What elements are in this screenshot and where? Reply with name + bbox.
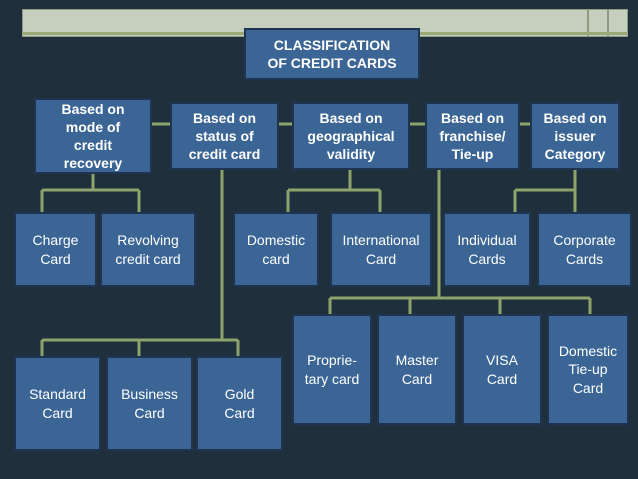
category-mode-of-recovery: Based on mode of credit recovery	[34, 98, 152, 174]
node-revolving-credit-card: Revolving credit card	[100, 212, 196, 287]
node-charge-card: Charge Card	[14, 212, 97, 287]
category-franchise: Based on franchise/ Tie-up	[425, 102, 520, 170]
node-individual-cards: Individual Cards	[443, 212, 531, 287]
node-domestic-card: Domestic card	[233, 212, 319, 287]
node-corporate-cards: Corporate Cards	[537, 212, 632, 287]
node-standard-card: Standard Card	[14, 356, 101, 451]
category-geographical: Based on geographical validity	[292, 102, 410, 170]
node-master-card: Master Card	[377, 314, 457, 425]
header-band-cell	[608, 9, 628, 37]
node-visa-card: VISA Card	[462, 314, 542, 425]
node-international-card: International Card	[330, 212, 432, 287]
node-domestic-tie-up-card: Domestic Tie-up Card	[547, 314, 629, 425]
category-issuer: Based on issuer Category	[530, 102, 620, 170]
node-business-card: Business Card	[106, 356, 193, 451]
node-proprietary-card: Proprie- tary card	[292, 314, 372, 425]
root-node: CLASSIFICATION OF CREDIT CARDS	[244, 28, 420, 80]
node-gold-card: Gold Card	[196, 356, 283, 451]
header-band-cell	[588, 9, 608, 37]
category-status: Based on status of credit card	[170, 102, 279, 170]
